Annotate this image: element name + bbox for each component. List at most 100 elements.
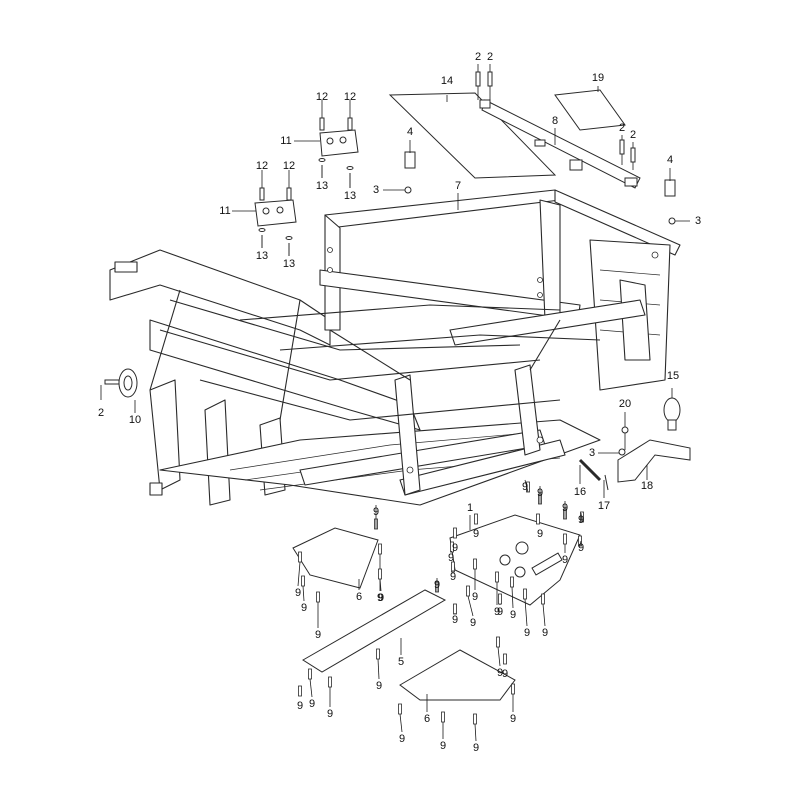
callout-11: 11 xyxy=(280,135,291,147)
callout-9: 9 xyxy=(562,502,568,514)
bump-stop-4-left xyxy=(404,151,416,169)
fastener-bolt-9 xyxy=(328,676,332,688)
plate-6-upper xyxy=(292,527,379,589)
callout-9: 9 xyxy=(378,592,384,604)
fastener-bolt-9 xyxy=(496,636,500,648)
callout-6: 6 xyxy=(424,713,430,725)
hose-16 xyxy=(578,458,602,482)
panel-19 xyxy=(554,89,626,131)
bracket-11-lower xyxy=(254,199,297,227)
fastener-leader-9 xyxy=(580,512,583,523)
callout-9: 9 xyxy=(399,733,405,745)
callout-9: 9 xyxy=(542,627,548,639)
callout-12: 12 xyxy=(316,91,328,103)
callout-9: 9 xyxy=(510,713,516,725)
callout-19: 19 xyxy=(592,72,604,84)
callout-13: 13 xyxy=(316,180,328,192)
callout-9: 9 xyxy=(327,708,333,720)
fastener-leader-9 xyxy=(524,598,528,627)
callout-9: 9 xyxy=(510,609,516,621)
callout-3: 3 xyxy=(695,215,701,227)
callout-2: 2 xyxy=(475,51,481,63)
callout-9: 9 xyxy=(497,667,503,679)
callout-2: 2 xyxy=(630,129,636,141)
callout-16: 16 xyxy=(574,486,586,498)
fastener-leader-9 xyxy=(377,658,380,680)
fastener-bolt-9 xyxy=(510,576,514,588)
callout-10: 10 xyxy=(129,414,141,426)
fastener-bolt-9 xyxy=(503,653,507,665)
fastener-bolt-9 xyxy=(536,513,540,525)
fastener-leader-9 xyxy=(467,595,474,617)
fastener-bolt-9 xyxy=(474,513,478,525)
callout-9: 9 xyxy=(315,629,321,641)
fastener-leader-9 xyxy=(511,586,514,609)
fastener-leader-9 xyxy=(309,678,313,698)
bump-stop-4-right xyxy=(664,179,676,197)
skid-plate-1 xyxy=(449,514,581,606)
fastener-bolt-9 xyxy=(376,648,380,660)
bracket-11-upper xyxy=(319,129,359,157)
fastener-bolt-9 xyxy=(298,685,302,697)
fastener-bolt-9 xyxy=(378,568,382,580)
fastener-bolt-9 xyxy=(441,711,445,723)
fastener-bolt-9 xyxy=(466,585,470,597)
callout-18: 18 xyxy=(641,480,653,492)
callout-9: 9 xyxy=(522,481,528,493)
callout-9: 9 xyxy=(497,606,503,618)
callout-12: 12 xyxy=(344,91,356,103)
callout-9: 9 xyxy=(524,627,530,639)
fastener-bolt-9 xyxy=(563,533,567,545)
callout-12: 12 xyxy=(256,160,268,172)
callout-9: 9 xyxy=(473,742,479,754)
bolts-12-washers-13 xyxy=(104,71,676,456)
loose-parts xyxy=(118,89,691,701)
callout-9: 9 xyxy=(295,587,301,599)
fastener-leader-9 xyxy=(542,603,546,627)
fastener-bolt-9 xyxy=(316,591,320,603)
panel-14 xyxy=(388,92,557,179)
callout-3: 3 xyxy=(589,447,595,459)
callout-9: 9 xyxy=(450,571,456,583)
callout-12: 12 xyxy=(283,160,295,172)
callout-9: 9 xyxy=(578,514,584,526)
fastener-bolt-9 xyxy=(498,593,502,605)
callout-20: 20 xyxy=(619,398,631,410)
callout-3: 3 xyxy=(373,184,379,196)
fastener-leader-9 xyxy=(474,723,477,742)
callout-9: 9 xyxy=(377,592,383,604)
callout-17: 17 xyxy=(598,500,610,512)
fastener-bolt-9 xyxy=(378,543,382,555)
callout-9: 9 xyxy=(502,668,508,680)
plate-6-lower xyxy=(399,649,516,701)
callout-7: 7 xyxy=(455,180,461,192)
callout-1: 1 xyxy=(467,502,473,514)
fastener-bolt-9 xyxy=(523,588,527,600)
fastener-leader-9 xyxy=(399,713,403,733)
callout-13: 13 xyxy=(344,190,356,202)
callout-6: 6 xyxy=(356,591,362,603)
callout-9: 9 xyxy=(448,552,454,564)
callout-2: 2 xyxy=(487,51,493,63)
hitch-18 xyxy=(617,439,691,483)
fastener-bolt-9 xyxy=(453,527,457,539)
fastener-bolt-9 xyxy=(473,558,477,570)
fastener-leader-9 xyxy=(379,578,382,592)
callout-9: 9 xyxy=(301,602,307,614)
callout-2: 2 xyxy=(98,407,104,419)
fastener-leader-9 xyxy=(497,646,501,667)
callout-9: 9 xyxy=(578,542,584,554)
callout-9: 9 xyxy=(297,700,303,712)
callout-13: 13 xyxy=(283,258,295,270)
callout-9: 9 xyxy=(309,698,315,710)
callout-11: 11 xyxy=(219,205,230,217)
fastener-bolt-9 xyxy=(308,668,312,680)
callout-4: 4 xyxy=(407,126,413,138)
callout-13: 13 xyxy=(256,250,268,262)
callout-4: 4 xyxy=(667,154,673,166)
fastener-leader-9 xyxy=(524,479,529,493)
callout-9: 9 xyxy=(562,554,568,566)
fastener-bolt-9 xyxy=(473,713,477,725)
fastener-bolt-9 xyxy=(495,571,499,583)
